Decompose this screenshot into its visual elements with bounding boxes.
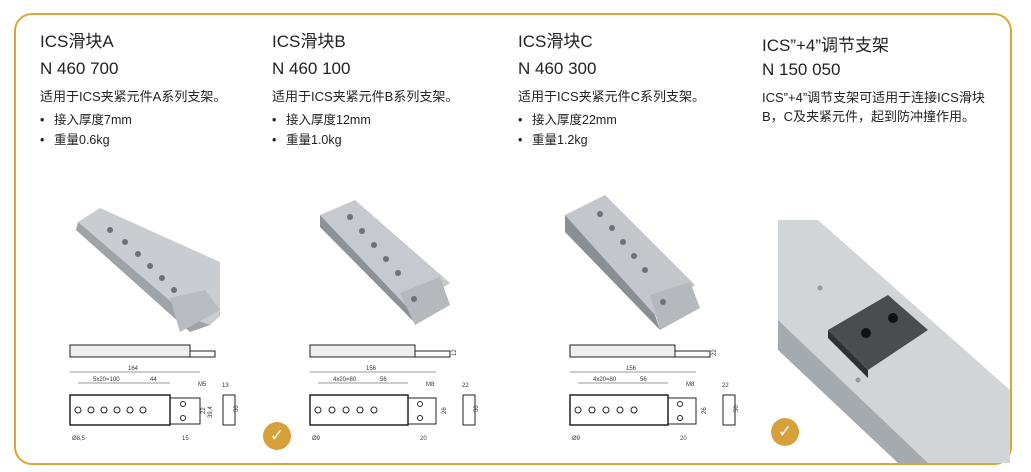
dim-height: 50 [234, 405, 240, 412]
product-desc: 适用于ICS夹紧元件A系列支架。 [40, 89, 227, 104]
hole [370, 406, 378, 414]
bullet: 接入厚度22mm [518, 110, 738, 130]
dim-hole: Ø9 [312, 436, 321, 442]
product-title: ICS滑块B [272, 32, 346, 51]
side-view-tab [674, 350, 711, 358]
hole [74, 406, 82, 414]
side-view-body [309, 344, 416, 358]
side-view-tab [189, 350, 216, 358]
thread-hole [417, 401, 423, 407]
hole [113, 406, 121, 414]
side-view-body [69, 344, 191, 358]
dim-pitch: 4x20=80 [333, 377, 357, 383]
product-desc: ICS”+4”调节支架可适用于连接ICS滑块B，C及夹紧元件，起到防冲撞作用。 [762, 90, 985, 124]
dim-thread: M8 [426, 382, 435, 388]
dim-end: 20 [680, 436, 687, 442]
dim-side: 22 [712, 349, 718, 356]
thread-hole [180, 415, 186, 421]
product-code: N 460 700 [40, 59, 119, 78]
hole [356, 406, 364, 414]
product-code: N 460 100 [272, 59, 351, 78]
bullet: 重量1.2kg [518, 130, 738, 150]
end-view [222, 394, 236, 426]
dim-height: 50 [734, 405, 740, 412]
check-circle-icon: ✓ [263, 422, 291, 450]
front-view-tab [169, 397, 201, 425]
dim-pitch: 5x20=100 [93, 377, 120, 383]
dim-width: 13 [222, 383, 229, 389]
product-col-b: ICS滑块B N 460 100 适用于ICS夹紧元件B系列支架。 接入厚度12… [272, 30, 472, 150]
side-view-body [569, 344, 676, 358]
hole [602, 406, 610, 414]
product-col-c: ICS滑块C N 460 300 适用于ICS夹紧元件C系列支架。 接入厚度22… [518, 30, 738, 150]
dim-end: 20 [420, 436, 427, 442]
dim-width: 22 [722, 383, 729, 389]
product-title: ICS”+4”调节支架 [762, 36, 890, 55]
end-view [722, 394, 736, 426]
dim-offset: 56 [380, 377, 387, 383]
dim-h1: 26 [702, 407, 708, 414]
thread-hole [677, 415, 683, 421]
end-view [462, 394, 476, 426]
product-title: ICS滑块C [518, 32, 593, 51]
check-circle-icon: ✓ [771, 418, 799, 446]
slider-c-photo [565, 195, 700, 330]
hole [139, 406, 147, 414]
hole [588, 406, 596, 414]
bullet: 重量0.6kg [40, 130, 240, 150]
dim-hole: Ø9 [572, 436, 581, 442]
product-desc: 适用于ICS夹紧元件C系列支架。 [518, 89, 706, 104]
hole [342, 406, 350, 414]
dim-hole: Ø8,5 [72, 436, 86, 442]
dim-pitch: 4x20=80 [593, 377, 617, 383]
hole [574, 406, 582, 414]
product-code: N 460 300 [518, 59, 597, 78]
hole [314, 406, 322, 414]
dim-length: 164 [128, 366, 139, 372]
product-col-d: ICS”+4”调节支架 N 150 050 ICS”+4”调节支架可适用于连接I… [762, 34, 992, 126]
dim-h1: 26 [442, 407, 448, 414]
hole [126, 406, 134, 414]
dim-length: 156 [366, 366, 377, 372]
dim-thread: M8 [686, 382, 695, 388]
dim-end: 15 [182, 436, 189, 442]
product-frame [14, 13, 1012, 465]
hole [100, 406, 108, 414]
product-col-a: ICS滑块A N 460 700 适用于ICS夹紧元件A系列支架。 接入厚度7m… [40, 30, 240, 150]
hole [87, 406, 95, 414]
dim-offset: 56 [640, 377, 647, 383]
dim-side: 12 [452, 349, 458, 356]
thread-hole [677, 401, 683, 407]
dim-h1: 22 [201, 407, 207, 414]
front-view-tab [667, 397, 697, 425]
bullet: 接入厚度7mm [40, 110, 240, 130]
product-code: N 150 050 [762, 60, 841, 79]
dim-offset: 44 [150, 377, 157, 383]
dim-thread: M5 [198, 382, 207, 388]
product-title: ICS滑块A [40, 32, 114, 51]
dim-width: 22 [462, 383, 469, 389]
bullet: 重量1.0kg [272, 130, 472, 150]
hole [328, 406, 336, 414]
bracket-photo [778, 220, 1010, 463]
hole [616, 406, 624, 414]
bullet: 接入厚度12mm [272, 110, 472, 130]
dim-h2: 39,4 [208, 406, 214, 418]
thread-hole [180, 401, 186, 407]
front-view-body [309, 394, 409, 426]
slider-a-photo [76, 208, 220, 332]
thread-hole [417, 415, 423, 421]
hole [630, 406, 638, 414]
slider-b-photo [320, 200, 450, 325]
dim-height: 50 [474, 405, 480, 412]
front-view-body [569, 394, 669, 426]
product-desc: 适用于ICS夹紧元件B系列支架。 [272, 89, 459, 104]
front-view-tab [407, 397, 437, 425]
dim-length: 156 [626, 366, 637, 372]
side-view-tab [414, 350, 451, 358]
